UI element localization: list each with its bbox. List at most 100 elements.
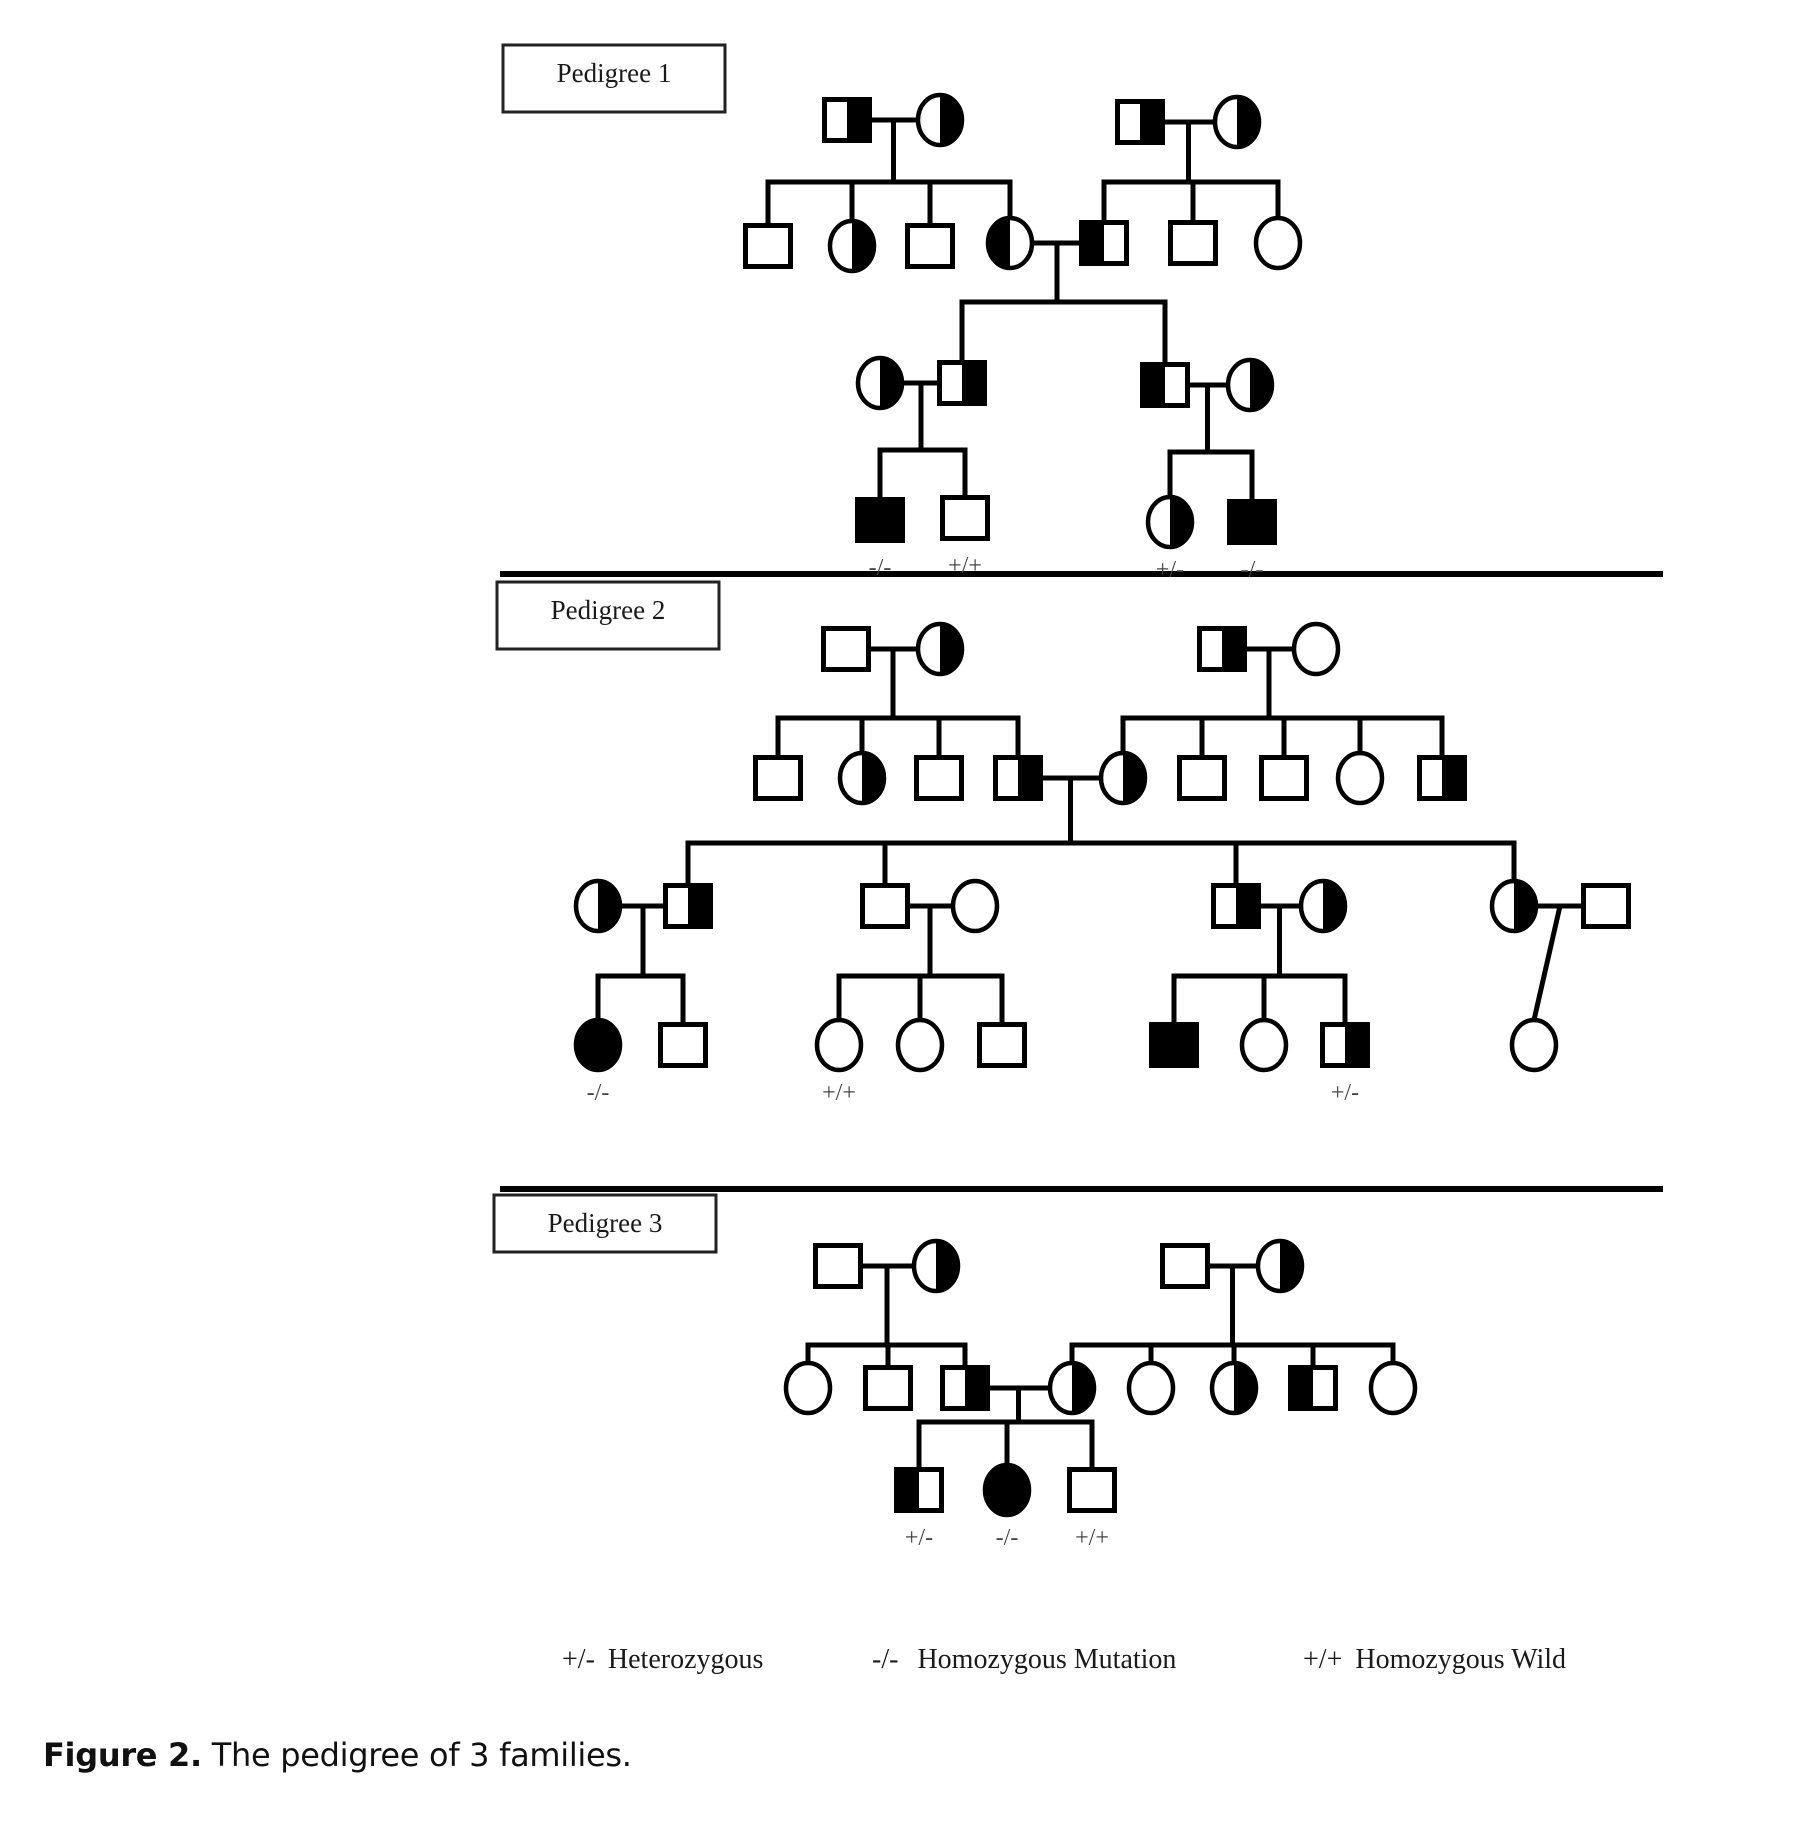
section-separator bbox=[500, 571, 1663, 577]
female-symbol-full bbox=[573, 1017, 623, 1073]
pedigree-2-title-box bbox=[495, 580, 721, 651]
symbol-outline bbox=[937, 360, 987, 406]
symbol-outline bbox=[1298, 878, 1348, 934]
legend-meaning: Homozygous Wild bbox=[1355, 1644, 1566, 1675]
female-symbol-half-right bbox=[915, 621, 965, 677]
female-symbol-none bbox=[1335, 750, 1385, 806]
caption-text: The pedigree of 3 families. bbox=[211, 1736, 632, 1774]
symbol-body bbox=[914, 755, 964, 801]
female-symbol-half-right bbox=[1212, 94, 1262, 150]
female-symbol-half-right bbox=[1225, 357, 1275, 413]
male-symbol-none bbox=[1168, 220, 1218, 266]
symbol-outline bbox=[915, 92, 965, 148]
male-symbol-none bbox=[813, 1243, 863, 1289]
legend-code: +/- bbox=[562, 1644, 595, 1675]
symbol-outline bbox=[1253, 215, 1303, 271]
caption-label: Figure 2. bbox=[43, 1736, 202, 1774]
symbol-body bbox=[1127, 1361, 1175, 1415]
symbol-body bbox=[1259, 755, 1309, 801]
symbol-outline bbox=[1335, 750, 1385, 806]
male-symbol-none bbox=[753, 755, 803, 801]
male-symbol-none bbox=[821, 626, 871, 672]
symbol-outline bbox=[1255, 1238, 1305, 1294]
symbol-outline bbox=[1168, 220, 1218, 266]
genotype-label: +/- bbox=[1156, 557, 1184, 583]
symbol-body bbox=[1369, 1361, 1417, 1415]
symbol-outline bbox=[950, 878, 1000, 934]
symbol-outline bbox=[1047, 1360, 1097, 1416]
male-symbol-half-right bbox=[1115, 99, 1165, 145]
symbol-body bbox=[743, 223, 793, 269]
symbol-outline bbox=[1145, 494, 1195, 550]
symbol-outline bbox=[985, 215, 1035, 271]
symbol-body bbox=[977, 1022, 1027, 1068]
pedigree-2-individuals: -/-+/++/- bbox=[573, 621, 1631, 1106]
symbol-outline bbox=[894, 1467, 944, 1513]
symbol-outline bbox=[813, 1243, 863, 1289]
pedigree-title-box bbox=[501, 43, 727, 114]
female-symbol-full bbox=[982, 1462, 1032, 1518]
male-symbol-full bbox=[1149, 1022, 1199, 1068]
male-symbol-none bbox=[914, 755, 964, 801]
symbol-outline bbox=[940, 1365, 990, 1411]
symbol-body bbox=[784, 1361, 832, 1415]
pedigree-3-title-box bbox=[492, 1193, 718, 1254]
female-symbol-half-right bbox=[1098, 750, 1148, 806]
genotype-label: +/+ bbox=[948, 553, 982, 579]
symbol-outline bbox=[1259, 755, 1309, 801]
symbol-outline bbox=[753, 755, 803, 801]
symbol-body bbox=[815, 1018, 863, 1072]
pedigree-1: Pedigree 1 -/-+/++/--/- bbox=[501, 43, 1303, 583]
male-symbol-none bbox=[1160, 1243, 1210, 1289]
male-symbol-half-right bbox=[940, 1365, 990, 1411]
symbol-body bbox=[1581, 883, 1631, 929]
male-symbol-none bbox=[905, 223, 955, 269]
symbol-outline bbox=[1489, 878, 1539, 934]
male-symbol-none bbox=[860, 883, 910, 929]
male-symbol-none bbox=[863, 1365, 913, 1411]
male-symbol-none bbox=[977, 1022, 1027, 1068]
pedigree-3-individuals: +/--/-+/+ bbox=[783, 1238, 1418, 1551]
male-symbol-half-left bbox=[1079, 220, 1129, 266]
symbol-outline bbox=[860, 883, 910, 929]
symbol-body bbox=[1168, 220, 1218, 266]
section-separators bbox=[500, 571, 1663, 1192]
symbol-body bbox=[1160, 1243, 1210, 1289]
male-symbol-none bbox=[658, 1022, 708, 1068]
affected-fill bbox=[1227, 499, 1277, 545]
legend-item-heterozygous: +/- Heterozygous bbox=[562, 1644, 763, 1675]
pedigree-2: Pedigree 2 -/-+/++/- bbox=[495, 580, 1631, 1106]
symbol-body bbox=[905, 223, 955, 269]
symbol-outline bbox=[1225, 357, 1275, 413]
legend-code: -/- bbox=[872, 1644, 898, 1675]
genotype-label: +/+ bbox=[822, 1080, 856, 1106]
symbol-outline bbox=[821, 626, 871, 672]
symbol-outline bbox=[1067, 1467, 1117, 1513]
affected-fill bbox=[855, 497, 905, 543]
male-symbol-none bbox=[1177, 755, 1227, 801]
symbol-outline bbox=[814, 1017, 864, 1073]
symbol-body bbox=[863, 1365, 913, 1411]
affected-fill bbox=[1149, 1022, 1199, 1068]
symbol-outline bbox=[863, 1365, 913, 1411]
symbol-outline bbox=[1126, 1360, 1176, 1416]
pedigree-2-lines bbox=[595, 646, 1606, 1022]
symbol-outline bbox=[1177, 755, 1227, 801]
female-symbol-half-right bbox=[573, 878, 623, 934]
section-separator bbox=[500, 1186, 1663, 1192]
symbol-outline bbox=[1079, 220, 1129, 266]
symbol-outline bbox=[1288, 1365, 1338, 1411]
symbol-outline bbox=[822, 97, 872, 143]
symbol-outline bbox=[1115, 99, 1165, 145]
male-symbol-half-left bbox=[1140, 362, 1190, 408]
female-symbol-none bbox=[1368, 1360, 1418, 1416]
female-symbol-none bbox=[895, 1017, 945, 1073]
symbol-body bbox=[940, 495, 990, 541]
symbol-outline bbox=[1291, 621, 1341, 677]
female-symbol-none bbox=[950, 878, 1000, 934]
pedigree-3: Pedigree 3 +/--/-+/+ bbox=[492, 1193, 1418, 1551]
female-symbol-none bbox=[814, 1017, 864, 1073]
symbol-body bbox=[1177, 755, 1227, 801]
genotype-label: -/- bbox=[996, 1525, 1019, 1551]
